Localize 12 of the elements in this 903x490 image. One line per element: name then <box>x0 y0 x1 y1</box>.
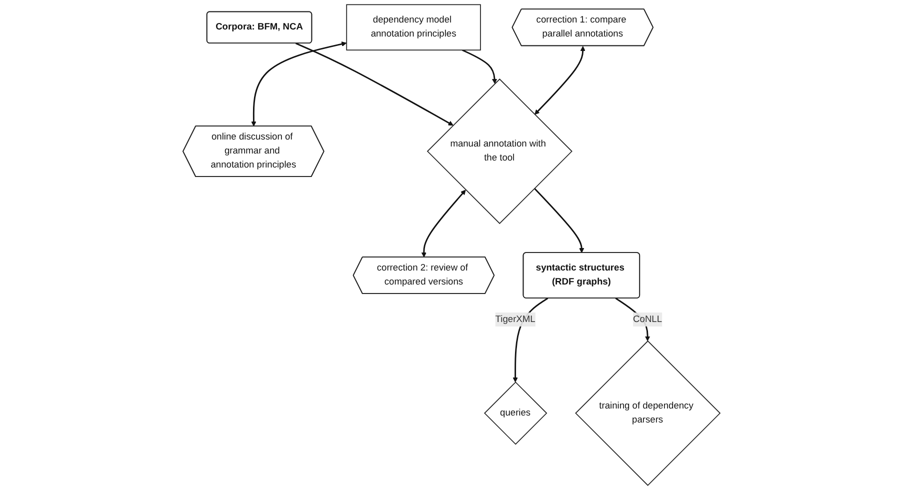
node-diamond: manual annotation with the tool <box>426 78 572 224</box>
arrow <box>421 190 466 258</box>
arrow <box>534 46 586 115</box>
arrow <box>295 42 454 126</box>
node-box: dependency model annotation principles <box>346 4 481 50</box>
arrow <box>534 188 584 254</box>
node-diamond: training of dependency parsers <box>575 340 721 486</box>
node-diamond: queries <box>484 382 548 445</box>
arrow <box>251 42 347 127</box>
arrow <box>462 49 498 84</box>
edge-label: TigerXML <box>495 314 536 324</box>
edge-label: CoNLL <box>633 314 662 324</box>
